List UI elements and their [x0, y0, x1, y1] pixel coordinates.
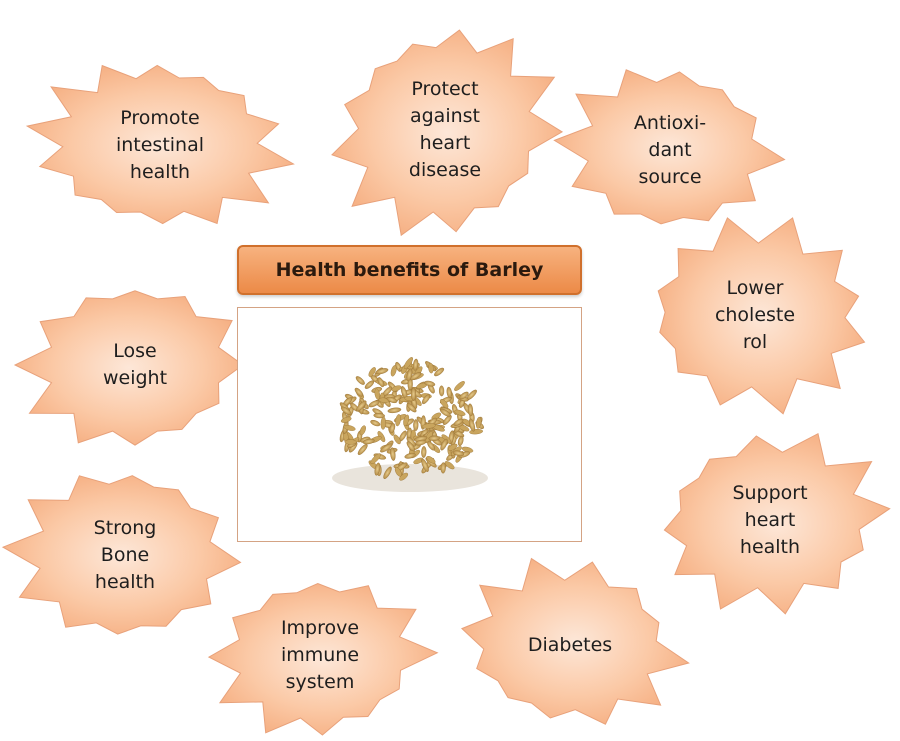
- barley-image-frame: [237, 307, 582, 542]
- diagram-title: Health benefits of Barley: [276, 259, 544, 281]
- benefit-label: Promote intestinal health: [116, 105, 204, 186]
- benefit-label: Support heart health: [732, 480, 807, 561]
- benefit-label: Protect against heart disease: [409, 76, 481, 184]
- benefit-improve-immune-system: Improve immune system: [255, 585, 385, 725]
- benefit-diabetes: Diabetes: [505, 575, 635, 715]
- benefit-antioxidant-source: Antioxi- dant source: [610, 80, 730, 220]
- benefit-label: Lose weight: [103, 338, 167, 392]
- benefit-label: Antioxi- dant source: [634, 110, 706, 191]
- benefit-label: Lower choleste rol: [715, 275, 795, 356]
- barley-grains-pile-icon: [238, 308, 580, 540]
- benefit-promote-intestinal-health: Promote intestinal health: [85, 75, 235, 215]
- benefit-label: Improve immune system: [281, 615, 359, 696]
- benefit-lower-cholesterol: Lower choleste rol: [695, 245, 815, 385]
- benefit-label: Diabetes: [528, 632, 612, 659]
- benefit-protect-against-heart-disease: Protect against heart disease: [385, 60, 505, 200]
- benefit-strong-bone-health: Strong Bone health: [65, 485, 185, 625]
- benefit-lose-weight: Lose weight: [75, 295, 195, 435]
- title-banner: Health benefits of Barley: [237, 245, 582, 295]
- benefit-label: Strong Bone health: [94, 515, 157, 596]
- benefit-support-heart-health: Support heart health: [705, 450, 835, 590]
